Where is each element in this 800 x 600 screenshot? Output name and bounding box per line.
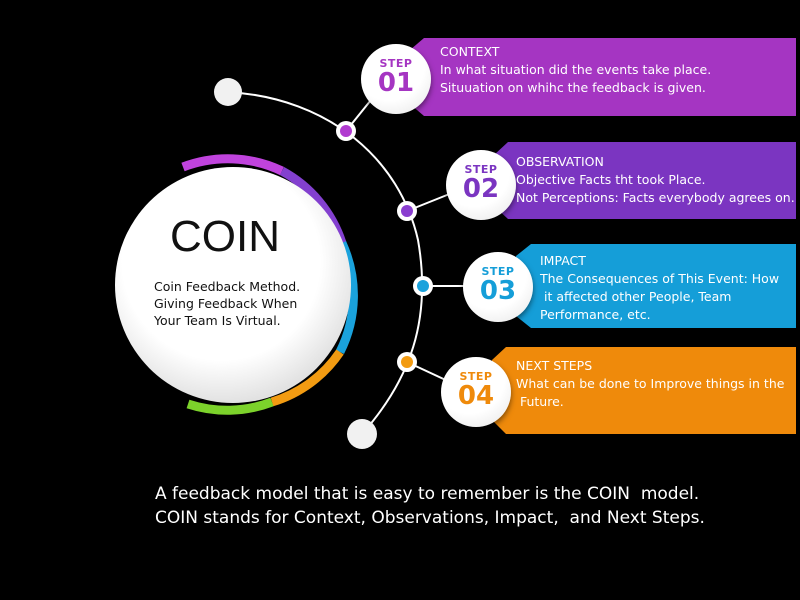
panel-bg-next-steps [492,347,796,434]
panel-title: IMPACT [540,253,586,268]
node-next-steps [401,356,413,368]
arc-start-node [214,78,242,106]
step-badge-01: STEP 01 [361,44,431,114]
step-badge-03: STEP 03 [463,252,533,322]
step-badge-02: STEP 02 [446,150,516,220]
panel-bg-impact [516,244,796,328]
coin-description: Coin Feedback Method. Giving Feedback Wh… [154,279,301,328]
node-observation [401,205,413,217]
panel-bg-observation [494,142,796,219]
panel-observation: OBSERVATION Objective Facts tht took Pla… [516,154,795,205]
node-context [340,125,352,137]
panel-impact: IMPACT The Consequences of This Event: H… [540,253,780,322]
panel-next-steps: NEXT STEPS What can be done to Improve t… [516,358,785,409]
arc-end-node [347,419,377,449]
timeline-arc [227,91,424,435]
coin-circle [115,167,351,403]
panel-title: CONTEXT [440,44,500,59]
step-badge-04: STEP 04 [441,357,511,427]
panel-bg-context [410,38,796,116]
panel-context: CONTEXT In what situation did the events… [440,44,712,95]
footer-caption: A feedback model that is easy to remembe… [155,484,705,528]
panel-title: NEXT STEPS [516,358,593,373]
coin-title: COIN [170,212,280,261]
panel-title: OBSERVATION [516,154,604,169]
node-impact [417,280,429,292]
